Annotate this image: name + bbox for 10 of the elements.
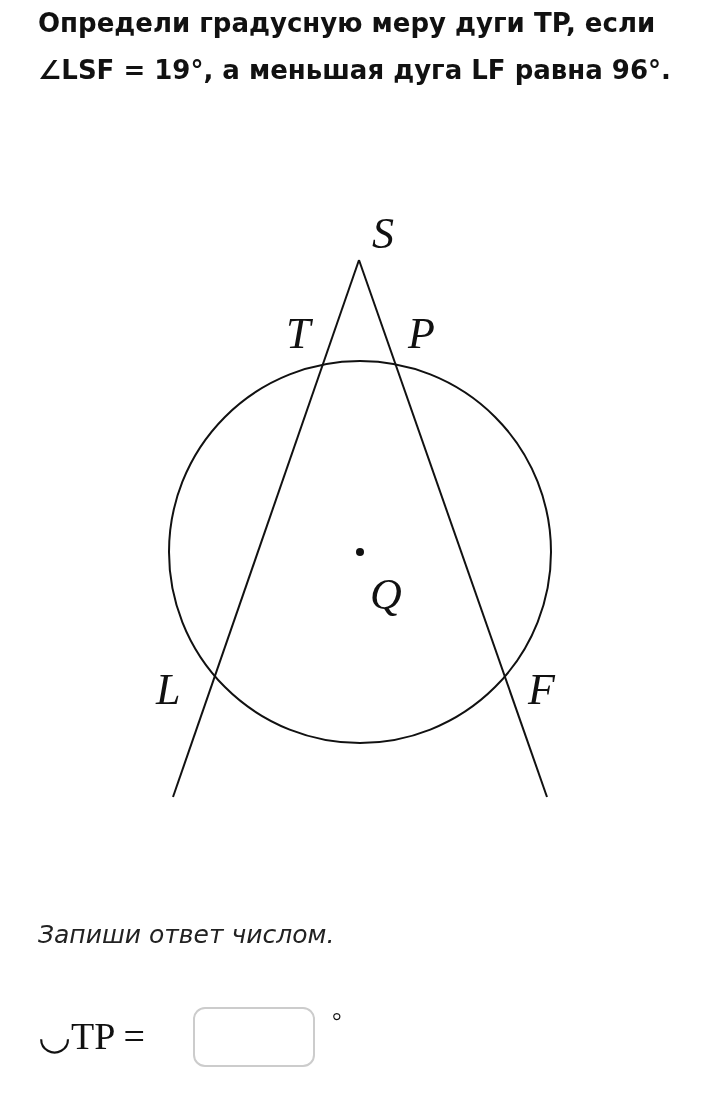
point-label: L xyxy=(156,668,181,712)
instruction-text: Запиши ответ числом. xyxy=(38,920,335,949)
point-label: P xyxy=(408,312,435,356)
question-text: Определи градусную меру дуги TP, если ∠LSF = 19°, а меньшая дуга LF равна 96°. xyxy=(38,7,672,87)
point-label: T xyxy=(286,312,311,356)
degree-sign: ° xyxy=(332,1008,342,1035)
point-label: F xyxy=(528,668,555,712)
point-label: Q xyxy=(370,573,402,617)
answer-label: ◡TP = xyxy=(38,1014,145,1058)
point-label: S xyxy=(372,212,394,256)
